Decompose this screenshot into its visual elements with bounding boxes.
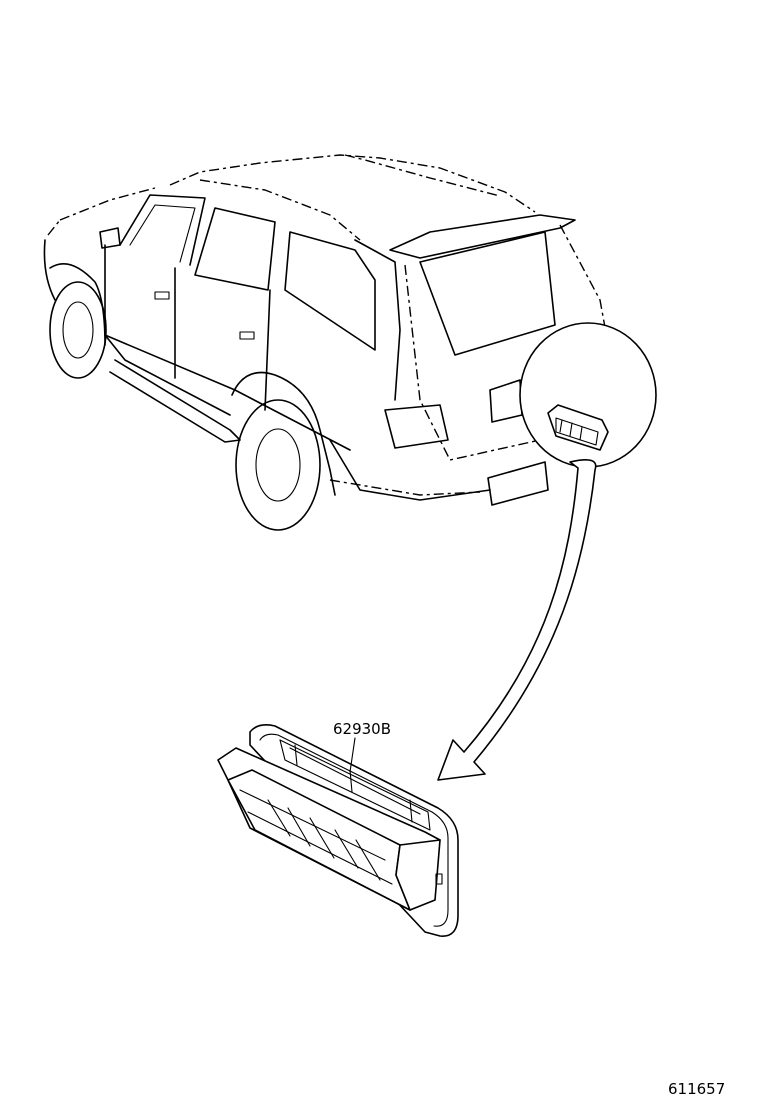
rear-window	[419, 231, 556, 356]
leader-arrow	[437, 459, 597, 781]
rear-wheel	[235, 399, 321, 531]
front-door-window	[194, 207, 276, 291]
label-leader-line	[349, 737, 356, 773]
right-tail-lamp	[489, 379, 523, 423]
front-door-handle	[154, 291, 170, 300]
part-number-label: 62930B	[333, 720, 391, 738]
high-mount-stop-lamp-detail	[217, 724, 459, 937]
rear-bumper	[487, 461, 549, 506]
front-wheel	[49, 281, 107, 379]
rear-door-handle	[239, 331, 255, 340]
rear-door-window	[284, 231, 376, 351]
figure-code: 611657	[668, 1080, 725, 1098]
rear-spoiler	[389, 214, 576, 259]
left-tail-lamp	[384, 404, 449, 449]
spare-tire-brake-lamp	[547, 404, 609, 451]
vehicle-outline	[43, 154, 657, 531]
